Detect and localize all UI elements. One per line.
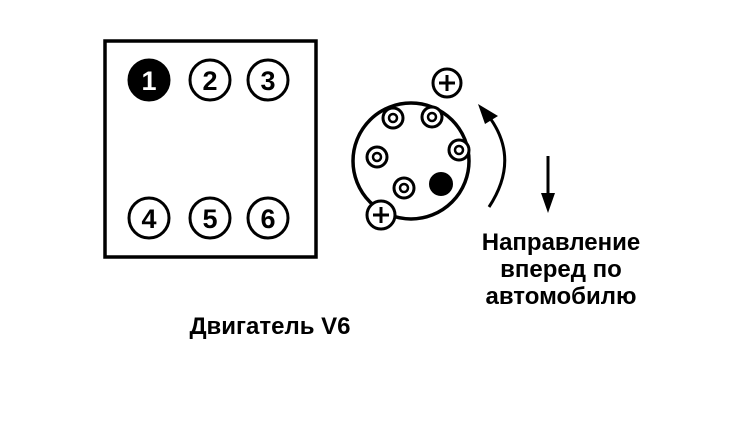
distributor-terminal: [392, 176, 416, 200]
cylinder-number: 6: [260, 204, 275, 234]
cylinder-number: 3: [260, 66, 275, 96]
cylinder-number: 2: [202, 66, 217, 96]
mount-screw-top: [431, 67, 463, 99]
direction-label-line3: автомобилю: [486, 283, 637, 310]
cylinder-number: 1: [141, 66, 156, 96]
cylinder-6: 6: [246, 196, 290, 240]
distributor-terminal: [381, 106, 405, 130]
cylinder-3: 3: [246, 58, 290, 102]
direction-label-line1: Направление: [482, 229, 641, 256]
direction-label-line2: вперед по: [500, 256, 622, 283]
cylinder-number: 5: [202, 204, 217, 234]
distributor-terminal-highlighted: [429, 172, 453, 196]
cylinder-2: 2: [188, 58, 232, 102]
mount-screw-bottom: [365, 199, 397, 231]
cylinder-1: 1: [127, 58, 171, 102]
cylinder-number: 4: [141, 204, 156, 234]
engine-label: Двигатель V6: [189, 313, 350, 340]
distributor-terminal: [447, 138, 471, 162]
rotation-arrow: [478, 104, 507, 208]
distributor-terminal: [365, 145, 389, 169]
distributor-cap: [351, 67, 471, 231]
cylinder-4: 4: [127, 196, 171, 240]
distributor-terminal: [420, 105, 444, 129]
engine-block-outline: [103, 39, 318, 259]
cylinder-5: 5: [188, 196, 232, 240]
forward-direction-arrow: [541, 156, 555, 213]
